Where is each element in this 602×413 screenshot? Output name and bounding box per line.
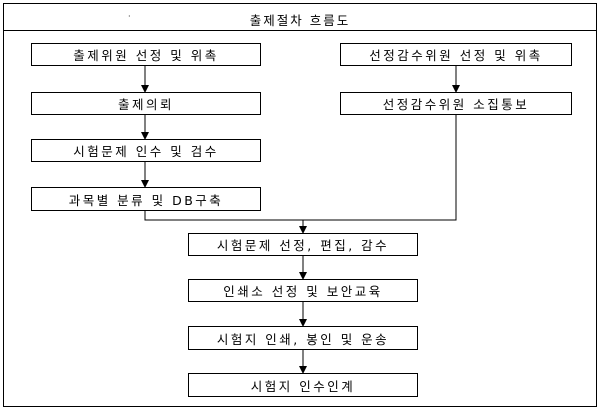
title-row: · 출제절차 흐름도 — [3, 3, 597, 31]
corner-mark: · — [128, 12, 131, 21]
step-commission-question-writers: 출제위원 선정 및 위촉 — [31, 43, 261, 66]
step-handover-papers: 시험지 인수인계 — [188, 373, 418, 397]
step-classify-build-db: 과목별 분류 및 DB구축 — [31, 187, 261, 211]
step-commission-reviewers: 선정감수위원 선정 및 위촉 — [340, 43, 572, 66]
merge-line-right — [303, 114, 457, 221]
step-notify-reviewers: 선정감수위원 소집통보 — [340, 92, 572, 115]
diagram-frame — [3, 3, 597, 407]
step-receive-inspect-questions: 시험문제 인수 및 검수 — [31, 139, 261, 162]
diagram-title: 출제절차 흐름도 — [249, 13, 351, 28]
step-request-questions: 출제의뢰 — [31, 92, 261, 115]
step-printer-security-training: 인쇄소 선정 및 보안교육 — [188, 279, 418, 302]
step-print-seal-transport: 시험지 인쇄, 봉인 및 운송 — [188, 326, 418, 350]
merge-line-left — [144, 211, 303, 221]
step-select-edit-review: 시험문제 선정, 편집, 감수 — [188, 233, 418, 256]
